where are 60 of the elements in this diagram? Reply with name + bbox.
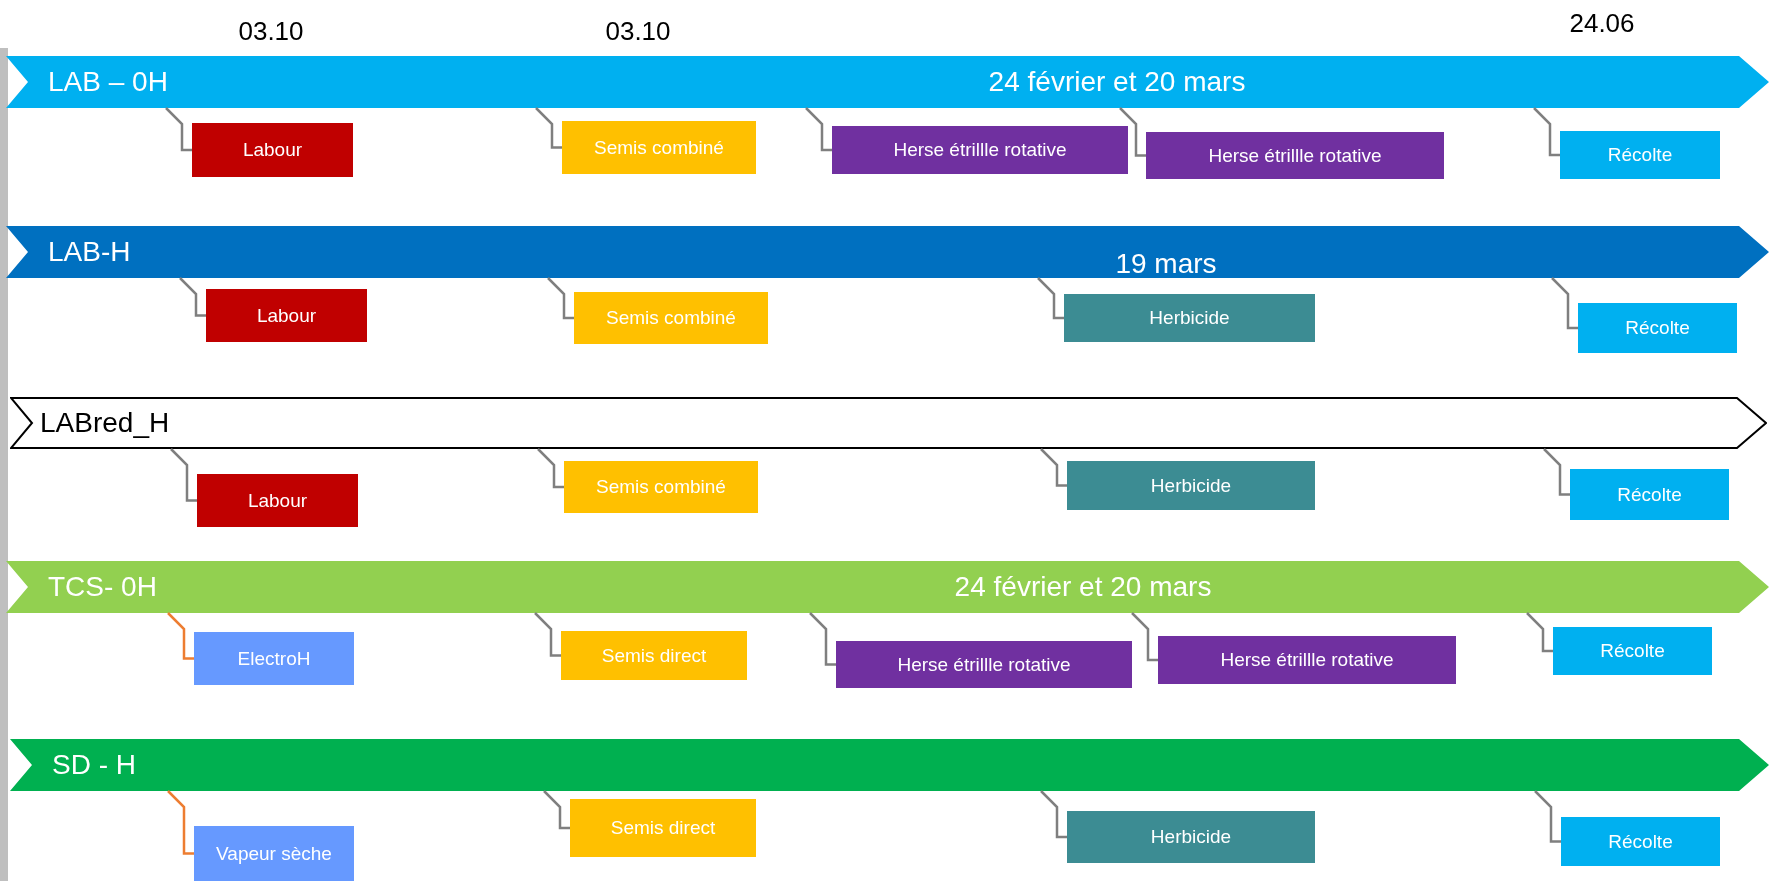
- date-label: 19 mars: [1115, 250, 1217, 278]
- leader-line: [537, 448, 564, 489]
- leader-line: [543, 790, 570, 830]
- activity-box: Semis combiné: [562, 121, 756, 174]
- timeline-arrow-band: [10, 739, 1769, 791]
- activity-box: Herse étrillle rotative: [832, 126, 1128, 174]
- leader-line: [179, 277, 206, 317]
- band-title: LAB – 0H: [48, 68, 168, 96]
- activity-box: Herse étrillle rotative: [836, 641, 1132, 688]
- leader-line: [1037, 277, 1064, 320]
- leader-line: [1526, 612, 1553, 653]
- leader-line: [1040, 448, 1067, 487]
- timeline-arrow-band: [6, 561, 1769, 613]
- band-title: TCS- 0H: [48, 573, 157, 601]
- timeline-arrow-band: [6, 226, 1769, 278]
- activity-box: Labour: [206, 289, 367, 342]
- activity-box: Herbicide: [1067, 461, 1315, 510]
- timeline-arrow-band: [10, 397, 1767, 449]
- band-title: SD - H: [52, 751, 136, 779]
- activity-box: Vapeur sèche: [194, 826, 354, 881]
- leader-line: [535, 107, 562, 149]
- leader-line: [534, 612, 561, 657]
- date-label: 24 février et 20 mars: [954, 573, 1212, 601]
- activity-box: Herbicide: [1064, 294, 1315, 342]
- activity-box: Labour: [192, 123, 353, 177]
- timeline-arrow-band: [6, 56, 1769, 108]
- leader-line: [1533, 107, 1560, 157]
- activity-box: Semis combiné: [564, 461, 758, 513]
- leader-line: [1534, 790, 1561, 843]
- activity-box: Herse étrillle rotative: [1146, 132, 1444, 179]
- band-title: LABred_H: [40, 409, 170, 437]
- activity-box: Récolte: [1560, 131, 1720, 179]
- leader-line: [1131, 612, 1158, 662]
- leader-line: [547, 277, 574, 320]
- activity-box: Labour: [197, 474, 358, 527]
- leader-line: [809, 612, 836, 666]
- activity-box: Récolte: [1553, 627, 1712, 675]
- activity-box: Herse étrillle rotative: [1158, 636, 1456, 684]
- date-label: 03.10: [605, 18, 671, 44]
- leader-line: [1551, 277, 1578, 330]
- leader-line: [1119, 107, 1146, 157]
- leader-line: [1543, 448, 1570, 496]
- leader-line: [1040, 790, 1067, 839]
- date-label: 24.06: [1569, 10, 1635, 36]
- activity-box: Semis direct: [570, 799, 756, 857]
- activity-box: ElectroH: [194, 632, 354, 685]
- leader-line: [167, 612, 194, 660]
- band-title: LAB-H: [48, 238, 131, 266]
- activity-box: Herbicide: [1067, 811, 1315, 863]
- activity-box: Semis direct: [561, 631, 747, 680]
- activity-box: Semis combiné: [574, 292, 768, 344]
- activity-box: Récolte: [1570, 469, 1729, 520]
- date-label: 24 février et 20 mars: [988, 68, 1246, 96]
- leader-line: [165, 107, 192, 152]
- leader-line: [167, 790, 194, 855]
- activity-box: Récolte: [1561, 817, 1720, 866]
- leader-line: [805, 107, 832, 152]
- leader-line: [170, 448, 197, 502]
- activity-box: Récolte: [1578, 303, 1737, 353]
- date-label: 03.10: [238, 18, 304, 44]
